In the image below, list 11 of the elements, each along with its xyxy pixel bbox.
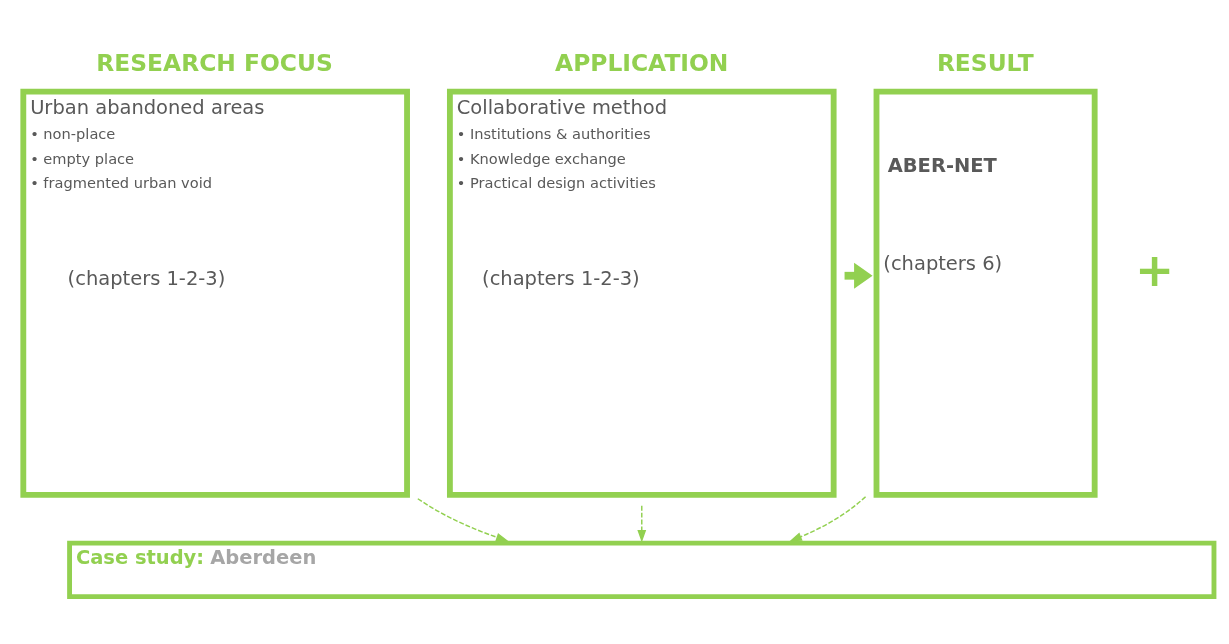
arrow — [789, 495, 867, 541]
node-box: Urban abandoned areas • non-place • empty place • fragmented urban void (chapters 1-2-3) — [20, 88, 410, 498]
node-label: RESULT — [936, 48, 1034, 77]
node-box: ABER-NET (chapters 6) — [873, 88, 1098, 498]
arrow — [637, 504, 647, 543]
node-label: APPLICATION — [555, 48, 729, 77]
node-box: Collaborative method • Institutions & authorities • Knowledge exchange • Practical design activities (chapters 1-2-3) — [446, 88, 837, 498]
arrow — [417, 497, 509, 541]
node-label: RESEARCH FOCUS — [96, 48, 333, 77]
label: + — [1135, 242, 1175, 297]
node-box: Case study: Aberdeen — [67, 540, 1217, 599]
